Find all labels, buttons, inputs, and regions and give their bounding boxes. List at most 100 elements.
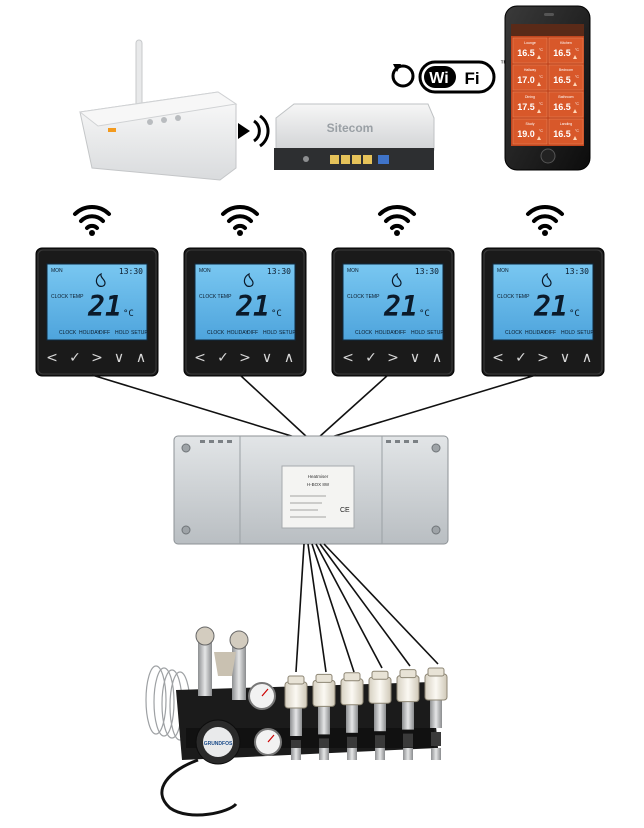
lcd-menu-item: SETUP xyxy=(279,330,296,336)
lcd-menu-item: SETUP xyxy=(427,330,444,336)
wifi-signal-icon xyxy=(221,204,259,236)
thermostat-nav-button[interactable]: ∧ xyxy=(432,350,442,366)
lcd-time: 13:30 xyxy=(119,267,143,276)
actuator xyxy=(312,673,336,753)
lcd-temperature: 21 xyxy=(383,290,418,323)
app-zone-temp: 17.0 xyxy=(517,75,535,85)
label-maker: Heatmiser xyxy=(308,474,329,479)
manifold-outlet xyxy=(347,748,357,760)
lcd-temperature: 21 xyxy=(533,290,568,323)
actuator xyxy=(284,675,308,754)
actuators xyxy=(284,667,448,760)
circulation-pump: GRUNDFOS xyxy=(160,719,241,817)
lcd-menu-item: HOLD xyxy=(263,330,277,336)
thermostat-nav-button[interactable]: > xyxy=(387,350,399,366)
thermostat-nav-button[interactable]: ✓ xyxy=(69,350,81,366)
thermostat-nav-button[interactable]: ∨ xyxy=(410,350,420,366)
network-hub: Sitecom xyxy=(274,103,435,170)
lcd-mode: CLOCK TEMP xyxy=(199,294,232,300)
thermostat-nav-button[interactable]: ✓ xyxy=(515,350,527,366)
manifold-outlet xyxy=(319,748,329,760)
thermostat-nav-button[interactable]: < xyxy=(492,350,504,366)
flame-icon xyxy=(537,82,541,86)
app-zone-label: Study xyxy=(526,122,535,126)
lcd-menu-item: CLOCK xyxy=(59,330,77,336)
thermostat-nav-button[interactable]: ✓ xyxy=(217,350,229,366)
lcd-time: 13:30 xyxy=(415,267,439,276)
thermostat-nav-button[interactable]: ∨ xyxy=(560,350,570,366)
manifold-outlet xyxy=(403,748,413,760)
cloud-sync-icon xyxy=(391,64,415,88)
app-zone-temp: 16.5 xyxy=(517,48,535,58)
flame-icon xyxy=(243,272,254,287)
smartphone: Lounge16.5°CKitchen16.5°CHallway17.0°CBe… xyxy=(504,5,591,171)
lcd-time: 13:30 xyxy=(565,267,589,276)
thermostat-nav-button[interactable]: ✓ xyxy=(365,350,377,366)
actuator xyxy=(396,669,420,748)
app-zone-label: Bedroom xyxy=(559,68,573,72)
signal-arrow-icon xyxy=(238,114,270,148)
thermostat-nav-button[interactable]: ∧ xyxy=(582,350,592,366)
thermostat-nav-button[interactable]: ∨ xyxy=(262,350,272,366)
valve-tops xyxy=(195,626,249,676)
hub-brand: Sitecom xyxy=(327,121,374,135)
app-zone-temp: 17.5 xyxy=(517,102,535,112)
thermostat-nav-button[interactable]: ∧ xyxy=(284,350,294,366)
manifold-outlet xyxy=(291,748,301,760)
app-screen[interactable]: Lounge16.5°CKitchen16.5°CHallway17.0°CBe… xyxy=(511,24,584,146)
app-zone-unit: °C xyxy=(539,129,543,133)
app-zone-unit: °C xyxy=(539,102,543,106)
app-zone-unit: °C xyxy=(575,48,579,52)
app-zone-label: Kitchen xyxy=(560,41,572,45)
lcd-menu-item: HOLD xyxy=(115,330,129,336)
label-model: H-BOX 8W xyxy=(307,482,330,487)
app-zone-temp: 16.5 xyxy=(553,75,571,85)
lcd-day: MON xyxy=(347,268,359,274)
flame-icon xyxy=(573,55,577,59)
wifi-signal-icon xyxy=(526,204,564,236)
lcd-screen xyxy=(194,263,296,341)
ce-mark: CE xyxy=(340,507,350,514)
thermostat-nav-button[interactable]: < xyxy=(46,350,58,366)
lcd-menu-item: HOLIDAY xyxy=(375,330,397,336)
thermostat-nav-button[interactable]: > xyxy=(537,350,549,366)
pump-brand: GRUNDFOS xyxy=(204,741,233,747)
lcd-menu-item: HOLIDAY xyxy=(79,330,101,336)
thermostat-nav-button[interactable]: > xyxy=(91,350,103,366)
thermostat-nav-button[interactable]: ∨ xyxy=(114,350,124,366)
thermostat-nav-button[interactable]: ∧ xyxy=(136,350,146,366)
app-zone-temp: 16.5 xyxy=(553,102,571,112)
lcd-day: MON xyxy=(51,268,63,274)
flame-icon xyxy=(573,82,577,86)
lcd-screen xyxy=(342,263,444,341)
app-zone-temp: 16.5 xyxy=(553,129,571,139)
flame-icon xyxy=(537,55,541,59)
app-zone-label: Landing xyxy=(560,122,573,126)
thermostat-nav-button[interactable]: < xyxy=(194,350,206,366)
lcd-temperature: 21 xyxy=(235,290,270,323)
lcd-time: 13:30 xyxy=(267,267,291,276)
wifi-logo: Wi Fi ™ xyxy=(391,59,508,94)
lcd-menu-item: SETUP xyxy=(577,330,594,336)
thermostat-nav-button[interactable]: > xyxy=(239,350,251,366)
lcd-day: MON xyxy=(497,268,509,274)
pressure-gauges xyxy=(248,682,282,756)
lcd-unit: °C xyxy=(569,309,580,319)
thermostat-nav-button[interactable]: < xyxy=(342,350,354,366)
lcd-menu-item: DIFF xyxy=(99,330,110,336)
lcd-screen xyxy=(46,263,148,341)
app-zone-label: Hallway xyxy=(524,68,537,72)
